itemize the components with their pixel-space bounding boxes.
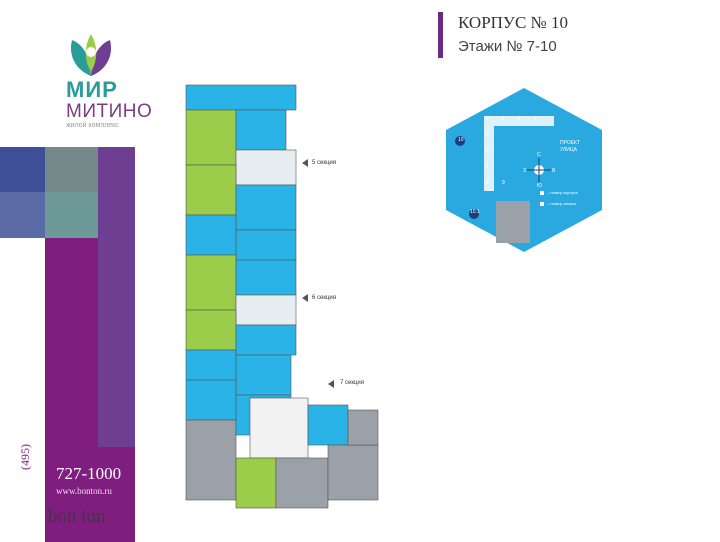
page-title: КОРПУС № 10 — [458, 13, 569, 32]
apartment[interactable] — [185, 109, 237, 166]
apartment[interactable] — [185, 164, 237, 216]
stairwell — [249, 397, 309, 459]
color-block — [45, 192, 98, 238]
color-block — [0, 192, 45, 238]
apartment[interactable] — [235, 457, 277, 509]
leaf-logo-icon — [70, 34, 112, 76]
color-block — [98, 147, 135, 192]
compass-south: Ю — [537, 183, 543, 189]
compass-west: З — [523, 168, 527, 174]
apartment[interactable] — [185, 214, 237, 256]
map-section-number: 1 — [486, 164, 489, 170]
apartment[interactable] — [185, 309, 237, 351]
apartment[interactable] — [185, 419, 237, 501]
floor-plan — [185, 84, 379, 509]
map-building-label: 10 — [458, 137, 464, 143]
map-street-label: УЛИЦА — [560, 147, 577, 153]
arrow-left-icon — [302, 294, 308, 302]
color-block — [0, 147, 45, 192]
color-block — [98, 192, 135, 447]
map-section-number: 2 — [486, 148, 489, 154]
map-section-number: 8 — [486, 180, 489, 186]
section-label: 6 секция — [312, 295, 337, 301]
color-block — [45, 147, 98, 192]
page-subtitle: Этажи № 7-10 — [458, 38, 557, 55]
phone-area-code: (495) — [18, 444, 32, 470]
map-building-alt-label: 10.1 — [470, 209, 480, 215]
map-section-number: 9 — [502, 180, 505, 186]
apartment[interactable] — [235, 229, 297, 261]
map-section-number: 4 — [486, 116, 489, 122]
brand-district: МИТИНО — [66, 101, 153, 122]
apartment[interactable] — [235, 259, 297, 296]
apartment[interactable] — [185, 84, 297, 111]
section-label: 7 секция — [340, 380, 365, 386]
apartment[interactable] — [235, 109, 287, 151]
company-logo: bon ton — [48, 506, 106, 527]
map-section-number: 5 — [502, 116, 505, 122]
map-legend-building: – номер корпуса — [547, 190, 578, 195]
color-block — [45, 238, 98, 542]
brand-tagline: жилой комплекс — [66, 122, 119, 129]
company-suffix: realty — [105, 500, 133, 514]
section-label: 5 секция — [312, 160, 337, 166]
apartment[interactable] — [347, 409, 379, 446]
apartment[interactable] — [275, 457, 329, 509]
map-street-label: ПРОЕКТ — [560, 140, 581, 146]
apartment[interactable] — [185, 254, 237, 311]
arrow-left-icon — [328, 380, 334, 388]
apartment[interactable] — [185, 349, 237, 381]
apartment[interactable] — [235, 354, 292, 396]
site-map — [446, 88, 602, 252]
compass-east: В — [552, 168, 556, 174]
apartment[interactable] — [307, 404, 349, 446]
brand-name: МИР — [66, 77, 118, 102]
arrow-left-icon — [302, 159, 308, 167]
phone-number[interactable]: 727-1000 — [56, 464, 122, 483]
website-link[interactable]: www.bonton.ru — [56, 486, 112, 496]
map-section-number: 6 — [518, 116, 521, 122]
map-legend-section: – номер секции — [547, 201, 576, 206]
stairwell — [235, 294, 297, 326]
apartment[interactable] — [327, 444, 379, 501]
map-section-number: 7 — [534, 116, 537, 122]
title-accent-bar — [438, 12, 443, 58]
map-section-number: 3 — [486, 132, 489, 138]
apartment[interactable] — [235, 184, 297, 231]
stairwell — [235, 149, 297, 186]
color-block — [98, 447, 135, 542]
apartment[interactable] — [235, 324, 297, 356]
apartment[interactable] — [185, 379, 237, 421]
compass-north: С — [537, 152, 541, 158]
